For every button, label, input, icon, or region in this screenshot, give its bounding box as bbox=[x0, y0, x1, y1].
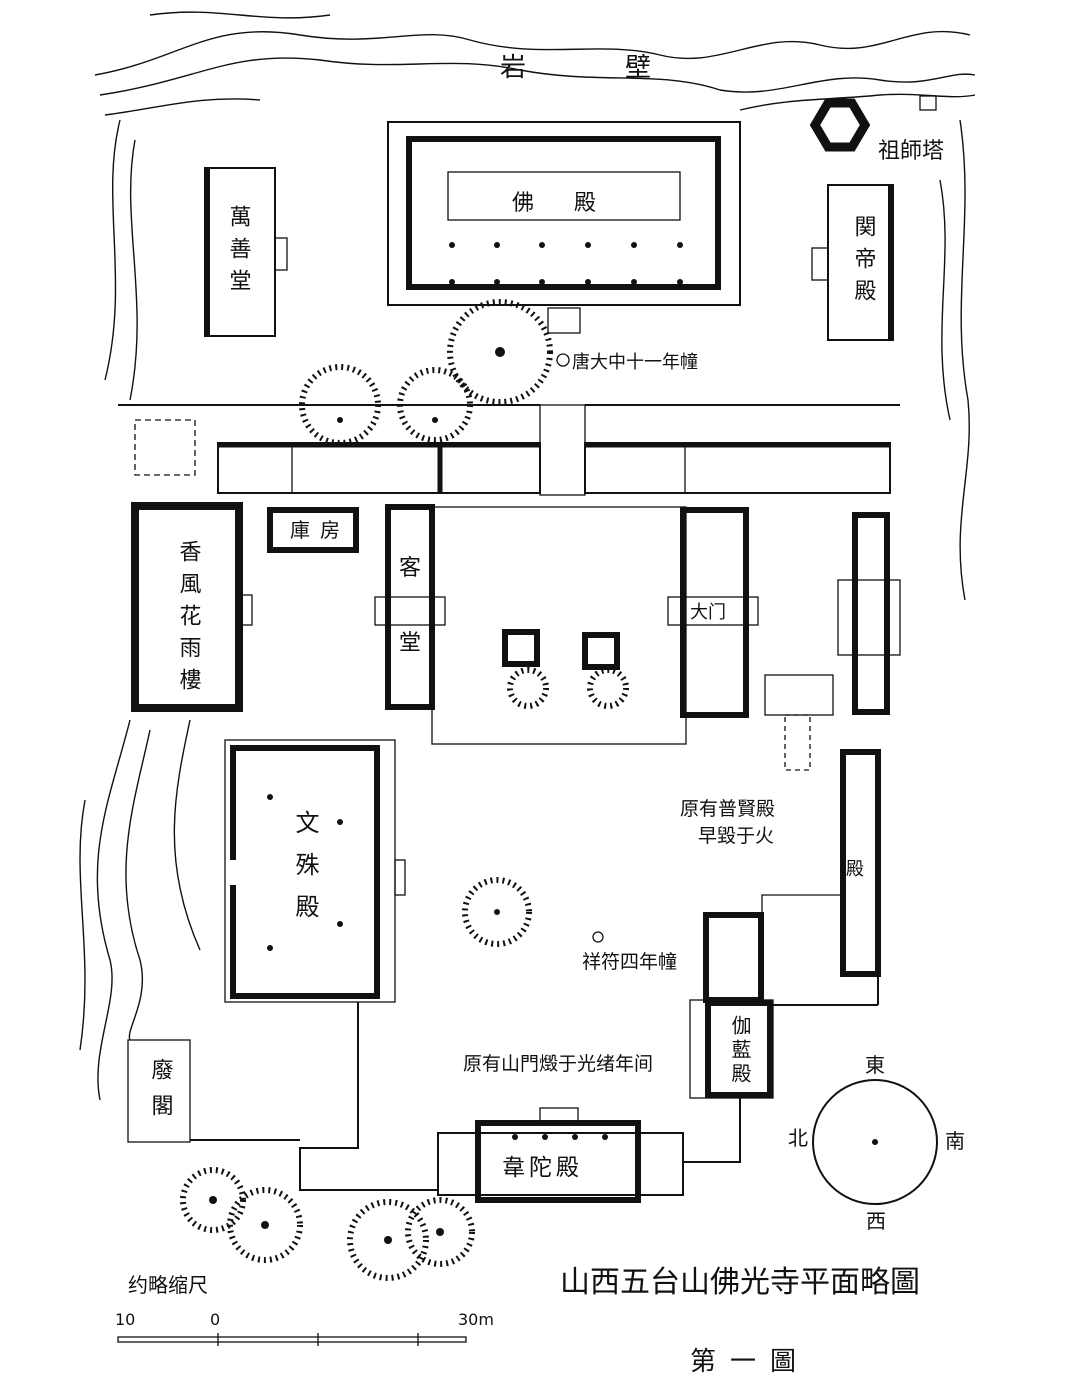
scale-zero: 0 bbox=[210, 1310, 220, 1329]
wenshu-hall-label: 文殊殿 bbox=[291, 810, 319, 936]
storehouse-label: 庫房 bbox=[290, 518, 350, 542]
xiangfu-pillar-marker bbox=[592, 931, 604, 943]
guandi-hall: 関帝殿 bbox=[811, 184, 894, 341]
main-gate: 大门 bbox=[667, 507, 759, 718]
guest-hall: 客 堂 bbox=[374, 504, 446, 710]
compass-south: 南 bbox=[945, 1129, 965, 1153]
guest-hall-label-2: 堂 bbox=[399, 631, 421, 656]
central-courtyard bbox=[431, 506, 687, 745]
tang-pillar-marker bbox=[556, 353, 570, 367]
cliff-label-1: 岩 bbox=[500, 53, 526, 83]
incense-burner-2 bbox=[582, 632, 620, 670]
puxian-note-line1: 原有普賢殿 bbox=[680, 798, 775, 820]
front-row-buildings bbox=[217, 442, 891, 494]
compass-north: 北 bbox=[788, 1126, 808, 1150]
patriarch-pagoda-label: 祖師塔 bbox=[878, 139, 944, 164]
compass-east: 東 bbox=[865, 1053, 885, 1077]
main-hall-label: 佛殿 bbox=[512, 191, 636, 216]
xiangfeng-tower-label: 香風花雨樓 bbox=[176, 540, 202, 700]
qielan-hall: 伽藍殿 bbox=[683, 999, 774, 1163]
patriarch-pagoda: 祖師塔 bbox=[809, 95, 944, 164]
cliff-contours bbox=[79, 11, 976, 1101]
weituo-hall-label: 韋陀殿 bbox=[502, 1155, 583, 1181]
east-gate-building bbox=[764, 512, 901, 771]
tang-pillar-label: 唐大中十一年幢 bbox=[572, 352, 698, 373]
cliff-label-2: 壁 bbox=[625, 53, 651, 83]
ruin-outline bbox=[134, 419, 196, 476]
south-wall bbox=[299, 1002, 438, 1191]
map-title: 山西五台山佛光寺平面略圖 bbox=[560, 1265, 920, 1300]
compass-rose: 東 南 西 北 bbox=[788, 1053, 965, 1233]
ruined-pavilion: 廢閣 bbox=[127, 1039, 191, 1143]
east-long-hall-label: 殿 bbox=[846, 859, 864, 880]
scale-left: 10 bbox=[115, 1310, 135, 1329]
scale-right: 30m bbox=[458, 1310, 494, 1329]
main-hall: 佛殿 bbox=[387, 121, 741, 334]
mountain-gate-note: 原有山門燬于光绪年间 bbox=[463, 1053, 653, 1075]
trees bbox=[180, 299, 629, 1281]
scale-label: 约略缩尺 bbox=[128, 1273, 208, 1297]
scale-bar: 约略缩尺 10 0 30m bbox=[115, 1273, 494, 1346]
figure-label: 第一圖 bbox=[690, 1347, 810, 1377]
compass-west: 西 bbox=[866, 1209, 886, 1233]
main-gate-label: 大门 bbox=[690, 602, 726, 623]
weituo-hall: 韋陀殿 bbox=[437, 1107, 684, 1203]
wanshan-hall-label: 萬善堂 bbox=[226, 205, 251, 301]
guandi-hall-label: 関帝殿 bbox=[851, 215, 877, 311]
incense-burner-1 bbox=[502, 629, 540, 667]
wanshan-hall: 萬善堂 bbox=[204, 167, 288, 337]
puxian-note-line2: 早毀于火 bbox=[698, 825, 774, 847]
east-long-hall: 殿 bbox=[703, 749, 881, 1006]
qielan-hall-label: 伽藍殿 bbox=[728, 1015, 752, 1087]
guest-hall-label-1: 客 bbox=[399, 556, 421, 581]
ruined-pavilion-label: 廢閣 bbox=[148, 1058, 174, 1130]
stairs bbox=[539, 404, 586, 496]
xiangfeng-tower: 香風花雨樓 bbox=[131, 502, 253, 712]
wenshu-hall: 文殊殿 bbox=[224, 739, 406, 1003]
storehouse: 庫房 bbox=[267, 507, 359, 553]
xiangfu-pillar-label: 祥符四年幢 bbox=[582, 951, 677, 973]
